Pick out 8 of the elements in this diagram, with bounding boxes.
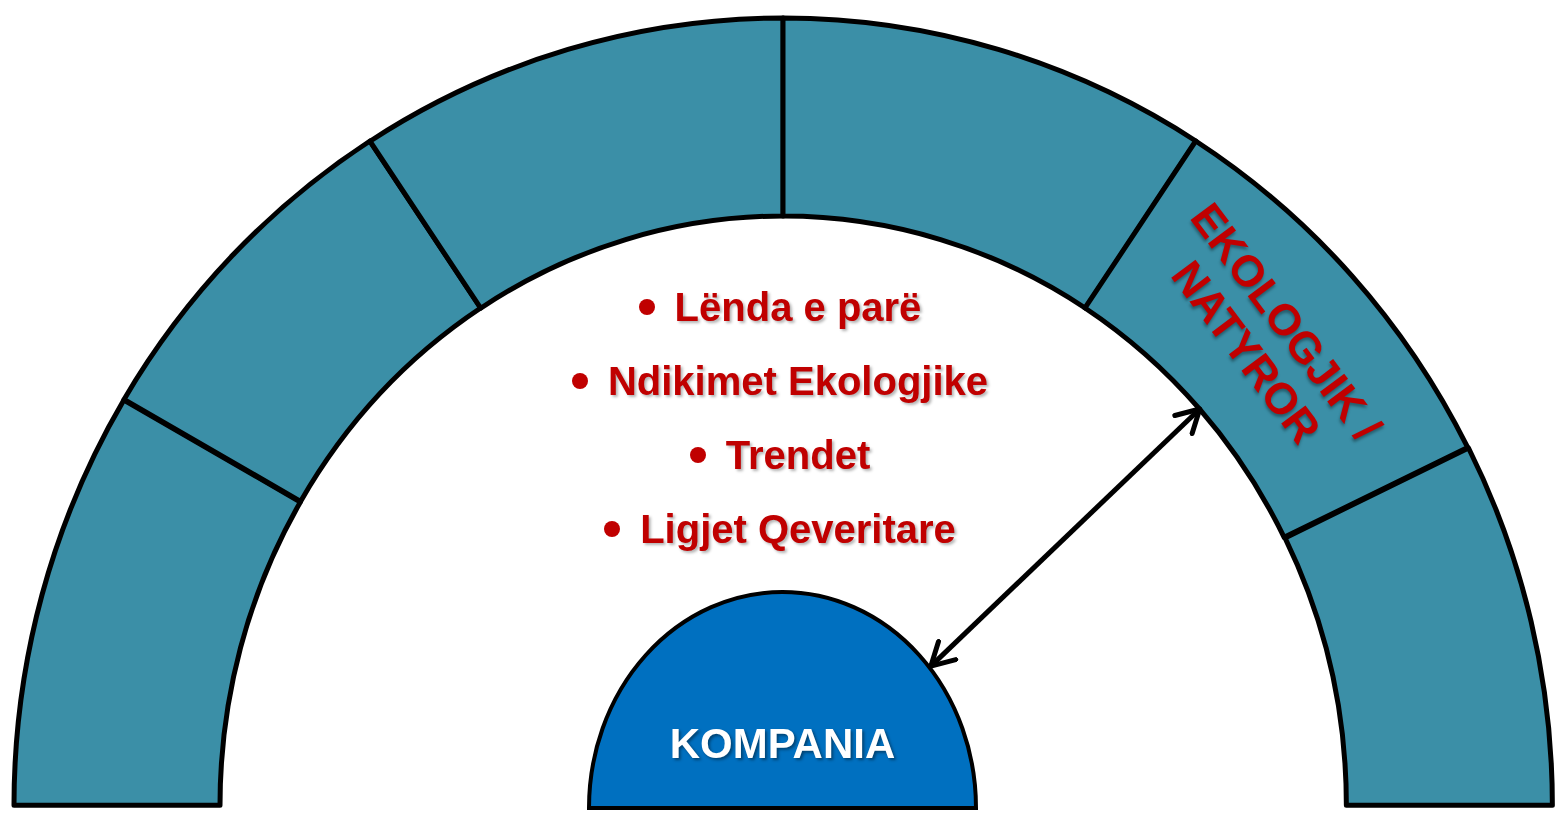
bullet-item: Ligjet Qeveritare (604, 505, 956, 553)
bullet-item: Ndikimet Ekologjike (571, 357, 989, 405)
dome-shape (587, 590, 978, 808)
company-label: KOMPANIA (669, 720, 896, 768)
double-arrow (928, 406, 1203, 669)
arc-segment (1281, 444, 1555, 808)
bullet-item: Lënda e parë (638, 283, 922, 331)
bullet-item: Trendet (689, 431, 871, 479)
